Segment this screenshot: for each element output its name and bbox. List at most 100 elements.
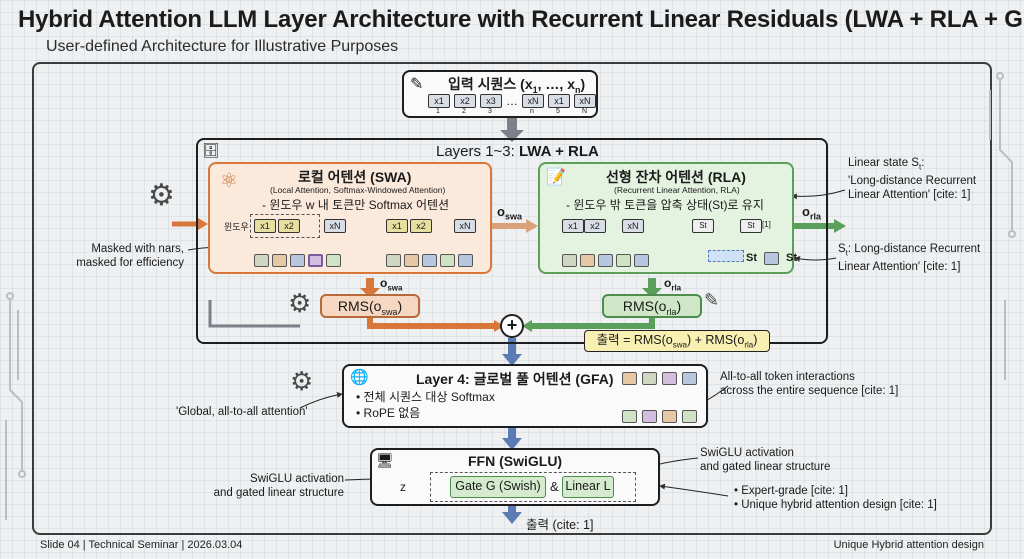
gfa-token — [622, 372, 637, 385]
rla-output-cell — [580, 254, 595, 267]
input-token: xN — [522, 94, 544, 108]
annotation-swiglu-left: SwiGLU activation and gated linear struc… — [213, 473, 344, 499]
swa-token: xN — [454, 219, 476, 233]
swa-output-cell — [404, 254, 419, 267]
rla-title: 선형 잔차 어텐션 (RLA) — [606, 169, 746, 185]
rla-state-index: [1] — [762, 220, 771, 229]
document-icon: 📝 — [546, 169, 566, 186]
swa-output-cell — [458, 254, 473, 267]
gfa-token — [642, 372, 657, 385]
annotation-masked: Masked with nars, masked for efficiency — [76, 243, 184, 269]
rla-box: 📝 선형 잔차 어텐션 (RLA) (Recurrent Linear Atte… — [538, 162, 797, 274]
swa-window-frame — [250, 214, 320, 238]
input-index: 3 — [488, 108, 492, 115]
swa-output-cell — [386, 254, 401, 267]
gfa-title: Layer 4: 글로벌 풀 어텐션 (GFA) — [416, 371, 614, 387]
ffn-title: FFN (SwiGLU) — [468, 453, 563, 469]
residual-add-node: + — [500, 314, 524, 338]
swa-title: 로컬 어텐션 (SWA) — [298, 169, 412, 185]
annotation-linear-state: Linear state St: 'Long-distance Recurren… — [848, 157, 977, 202]
footer-left: Slide 04 | Technical Seminar | 2026.03.0… — [40, 539, 243, 551]
rla-output-cell — [634, 254, 649, 267]
monitor-icon: 🖥 — [376, 452, 394, 468]
layers-1-3-label: Layers 1~3: LWA + RLA — [436, 143, 599, 160]
gfa-token — [622, 410, 637, 423]
input-token: x1 — [548, 94, 570, 108]
gfa-token — [662, 410, 677, 423]
input-token: x2 — [454, 94, 476, 108]
annotation-global: 'Global, all-to-all attention' — [176, 406, 308, 418]
rms-rla-box: RMS(orla) — [602, 294, 702, 318]
rla-output-cell — [562, 254, 577, 267]
annotation-st-note: St: Long-distance Recurrent Linear Atten… — [838, 243, 981, 274]
swa-box: ⚛ 로컬 어텐션 (SWA) (Local Attention, Softmax… — [208, 162, 492, 274]
annotation-all-to-all: All-to-all token interactions across the… — [720, 371, 899, 397]
ffn-gate-box: Gate G (Swish) — [450, 476, 546, 498]
page-title: Hybrid Attention LLM Layer Architecture … — [18, 6, 1024, 33]
swa-output-cell — [326, 254, 341, 267]
o-rla-under-label: orla — [664, 276, 682, 293]
rla-description: - 윈도우 밖 토큰을 압축 상태(St)로 유지 — [566, 198, 764, 212]
pencil-icon: ✎ — [704, 290, 720, 310]
swa-output-cell — [272, 254, 287, 267]
swa-output-cell — [308, 254, 323, 267]
rla-token: x1 — [562, 219, 584, 233]
gfa-box: 🌐 Layer 4: 글로벌 풀 어텐션 (GFA) • 전체 시퀀스 대상 S… — [342, 364, 708, 428]
rla-state-cell — [764, 252, 779, 265]
swa-token: x1 — [254, 219, 276, 233]
diagram-frame — [32, 62, 992, 535]
annotation-expert: • Expert-grade [cite: 1] • Unique hybrid… — [734, 485, 937, 511]
gfa-bullet: • 전체 시퀀스 대상 Softmax — [356, 390, 495, 404]
ffn-z-label: z — [400, 480, 406, 494]
pencil-icon: ✎ — [410, 76, 424, 93]
swa-output-cell — [290, 254, 305, 267]
swa-token: x1 — [386, 219, 408, 233]
gear-icon: ⚙ — [288, 288, 312, 318]
rla-state: St — [740, 219, 762, 233]
o-swa-label: oswa — [497, 204, 522, 222]
input-token: x3 — [480, 94, 502, 108]
gfa-token — [642, 410, 657, 423]
rla-state-buffer — [708, 250, 744, 262]
o-swa-under-label: oswa — [380, 276, 403, 293]
rla-state-bold: St — [746, 252, 757, 264]
input-index: 5 — [556, 108, 560, 115]
swa-window-label: 윈도우 — [224, 222, 249, 232]
gear-icon: ⚙ — [148, 179, 175, 212]
swa-token: xN — [324, 219, 346, 233]
globe-icon: 🌐 — [350, 369, 369, 386]
final-output-label: 출력 (cite: 1] — [526, 518, 594, 532]
swa-output-cell — [422, 254, 437, 267]
rla-state: St — [692, 219, 714, 233]
annotation-swiglu-right: SwiGLU activation and gated linear struc… — [700, 447, 831, 473]
swa-output-cell — [440, 254, 455, 267]
input-index: 1 — [436, 108, 440, 115]
swa-description: - 윈도우 w 내 토큰만 Softmax 어텐션 — [262, 198, 450, 212]
swa-token: x2 — [278, 219, 300, 233]
circuit-right-decoration — [989, 72, 1016, 380]
o-rla-label: orla — [802, 204, 821, 222]
swa-token: x2 — [410, 219, 432, 233]
rla-token: xN — [622, 219, 644, 233]
rms-swa-box: RMS(oswa) — [320, 294, 420, 318]
circuit-left-decoration — [5, 292, 26, 520]
ffn-amp: & — [550, 479, 559, 494]
swa-output-cell — [254, 254, 269, 267]
database-icon: 🗄 — [202, 142, 220, 158]
rla-subtitle: (Recurrent Linear Attention, RLA) — [614, 185, 740, 195]
footer-right: Unique Hybrid attention design — [833, 539, 984, 551]
layers-1-3-container: 🗄 Layers 1~3: LWA + RLA — [196, 138, 828, 344]
input-token: xN — [574, 94, 596, 108]
input-ellipsis: … — [506, 94, 518, 108]
gfa-token — [682, 372, 697, 385]
rla-output-cell — [598, 254, 613, 267]
output-formula-box: 출력 = RMS(oswa) + RMS(orla) — [584, 330, 770, 352]
input-index: 2 — [462, 108, 466, 115]
ffn-linear-box: Linear L — [562, 476, 614, 498]
input-sequence-box: ✎ 입력 시퀀스 (x1, …, xn) x1 x2 x3 … xN x1 xN… — [402, 70, 598, 118]
rla-token: x2 — [584, 219, 606, 233]
gfa-bullet: • RoPE 없음 — [356, 406, 421, 420]
input-title: 입력 시퀀스 (x1, …, xn) — [448, 76, 586, 95]
gear-icon: ⚙ — [290, 366, 314, 396]
ffn-dashed-frame — [430, 472, 636, 502]
